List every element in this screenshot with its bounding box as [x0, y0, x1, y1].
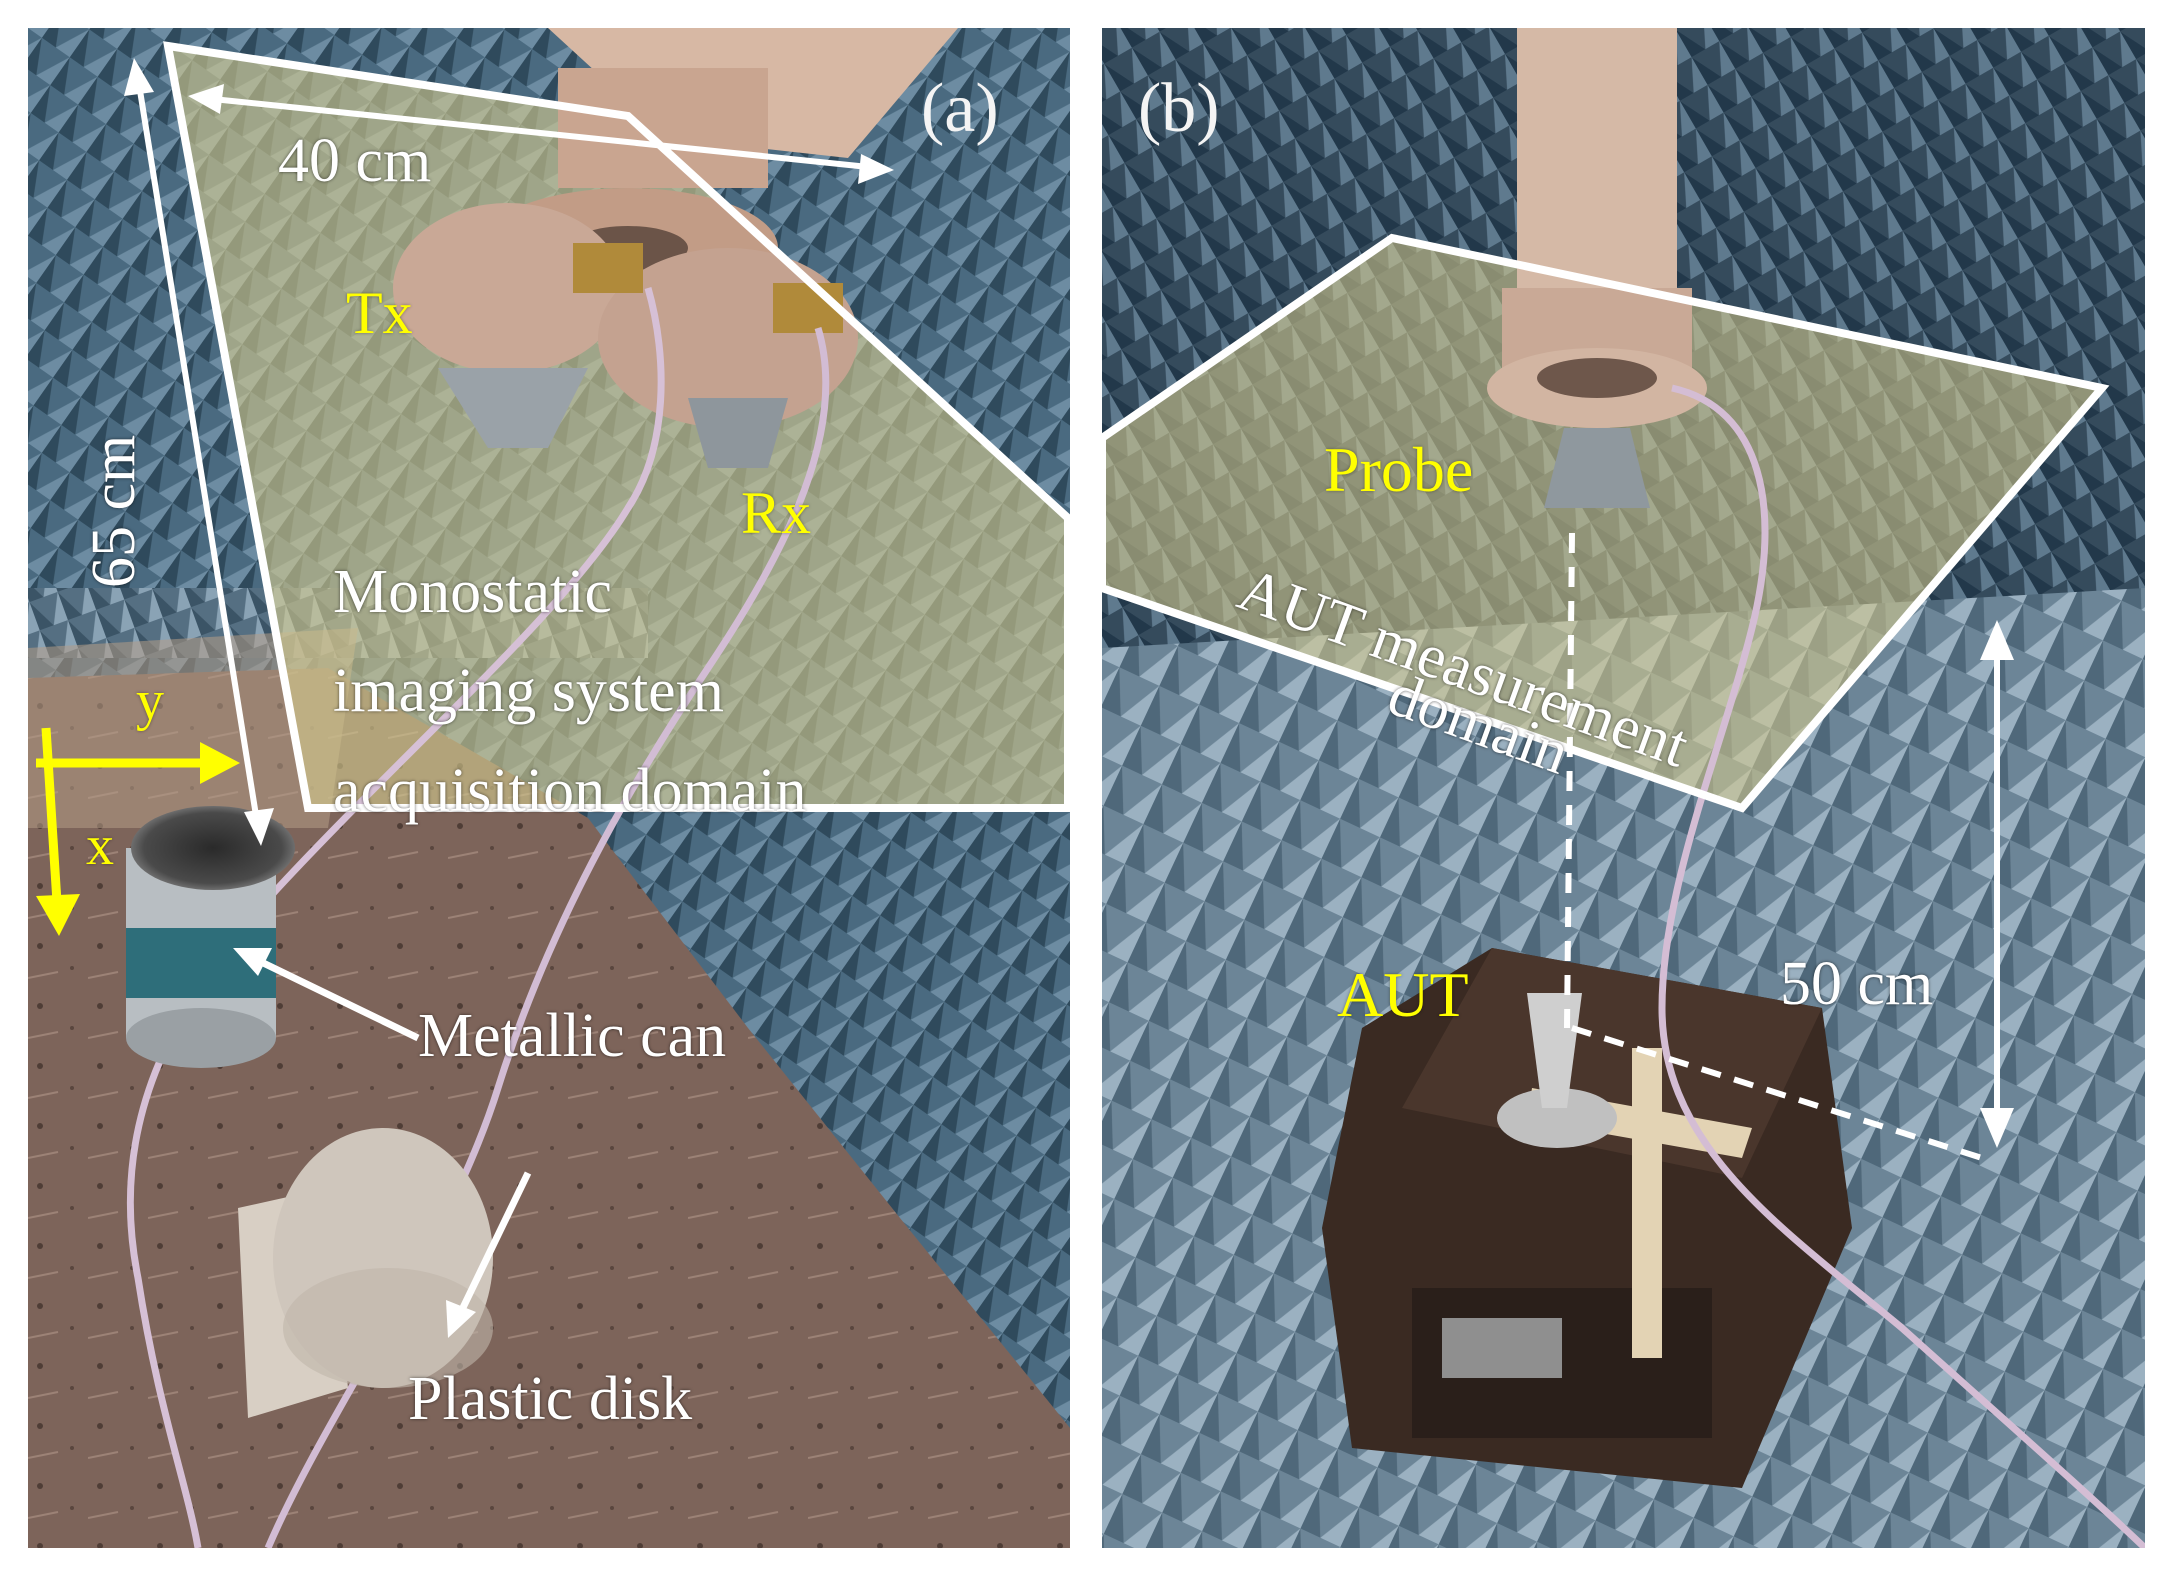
- height-dimension-label: 65 cm: [80, 434, 148, 588]
- measurement-domain-overlay: [1102, 238, 2102, 808]
- panel-b-tag: (b): [1138, 70, 1220, 147]
- can-pointer-arrow: [233, 948, 420, 1042]
- probe-aut-dashed-line: [1564, 532, 1575, 1029]
- metallic-can: [126, 806, 295, 1068]
- plastic-disk: [238, 1128, 493, 1418]
- domain-label-line-3: acquisition domain: [333, 757, 807, 825]
- width-dimension-arrow: [188, 84, 894, 184]
- probe-horn: [1544, 428, 1650, 508]
- photo-panel-a: (a) 40 cm 65 cm Tx Rx Monostatic imaging…: [28, 28, 1070, 1548]
- height-50cm-label: 50 cm: [1780, 950, 1934, 1018]
- photo-panel-b: (b) Probe AUT measurement domain AUT 50 …: [1102, 28, 2145, 1548]
- rx-label: Rx: [741, 480, 812, 546]
- tx-label: Tx: [346, 280, 413, 346]
- coordinate-axes: [36, 727, 240, 936]
- aut-reference-dashed-line: [1571, 1025, 1983, 1161]
- height-50cm-arrow: [1980, 620, 2014, 1148]
- can-label: Metallic can: [418, 1002, 727, 1070]
- measurement-domain-outline: [1102, 233, 2110, 813]
- axis-x-label: x: [86, 815, 114, 877]
- probe-label: Probe: [1324, 434, 1474, 505]
- disk-pointer-arrow: [446, 1171, 532, 1338]
- aut-box: [1322, 948, 1852, 1488]
- rx-connector: [773, 283, 843, 333]
- domain-outline: [163, 41, 1070, 812]
- domain-label-line-1: Monostatic: [333, 558, 612, 626]
- disk-label: Plastic disk: [408, 1365, 693, 1433]
- axis-y-label: y: [136, 670, 164, 732]
- photo-a-scene: [28, 28, 1070, 1548]
- aut-label: AUT: [1337, 959, 1469, 1030]
- width-dimension-label: 40 cm: [278, 127, 432, 195]
- tx-connector: [573, 243, 643, 293]
- acquisition-domain-overlay: [168, 46, 1068, 808]
- domain-label-line-2: imaging system: [333, 657, 724, 725]
- height-dimension-arrow: [124, 58, 274, 846]
- photo-b-scene: [1102, 28, 2145, 1548]
- panel-a-tag: (a): [921, 70, 999, 147]
